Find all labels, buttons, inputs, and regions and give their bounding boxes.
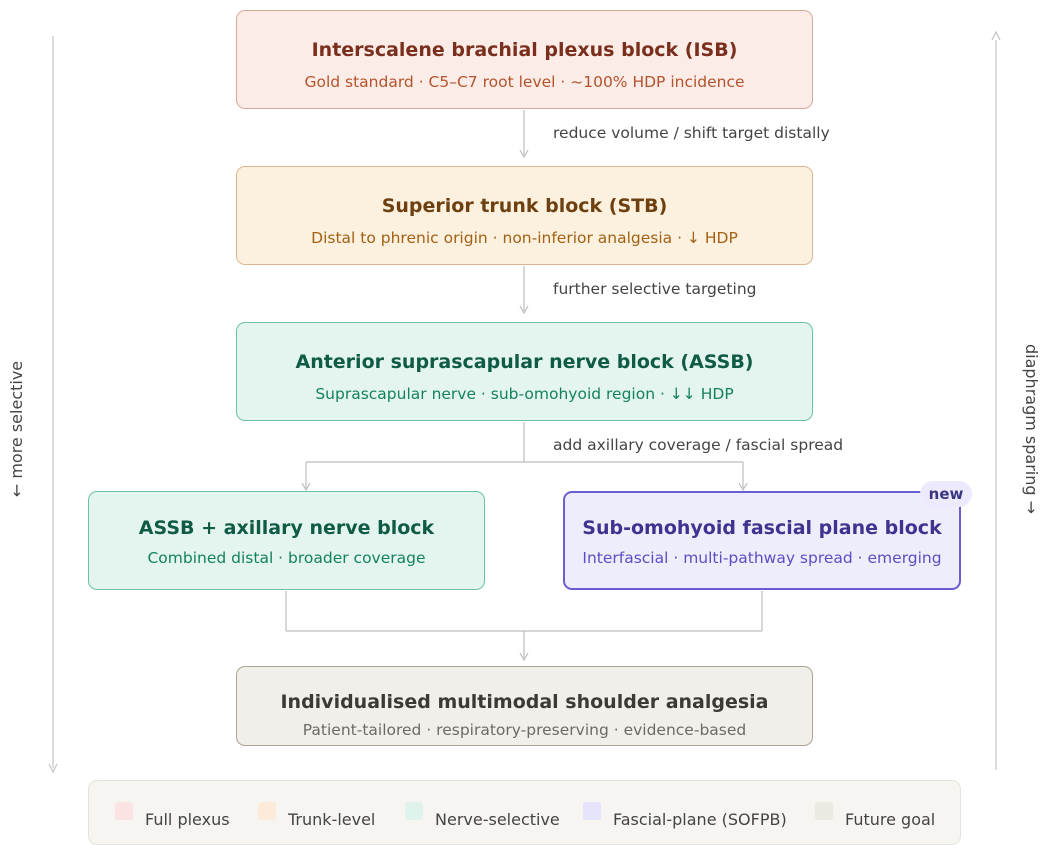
legend-label: Nerve-selective — [435, 810, 560, 829]
legend-label: Future goal — [845, 810, 936, 829]
side-label-more-selective: ← more selective — [7, 360, 26, 498]
node-isb: Interscalene brachial plexus block (ISB)… — [236, 10, 813, 109]
node-stb-subtitle: Distal to phrenic origin · non-inferior … — [311, 229, 738, 247]
node-assb-axillary: ASSB + axillary nerve block Combined dis… — [88, 491, 485, 590]
node-sofpb: Sub-omohyoid fascial plane block Interfa… — [563, 491, 961, 590]
legend-label: Fascial-plane (SOFPB) — [613, 810, 787, 829]
arrow-assb-split — [301, 422, 748, 492]
legend-swatch — [583, 802, 601, 820]
node-isb-title: Interscalene brachial plexus block (ISB) — [311, 39, 738, 61]
edge-label-stb-assb: further selective targeting — [553, 280, 757, 298]
node-goal-subtitle: Patient-tailored · respiratory-preservin… — [302, 721, 747, 739]
legend-label: Full plexus — [145, 810, 230, 829]
node-sofpb-title: Sub-omohyoid fascial plane block — [582, 517, 942, 539]
legend-swatch — [258, 802, 276, 820]
node-assb: Anterior suprascapular nerve block (ASSB… — [236, 322, 813, 421]
node-stb-title: Superior trunk block (STB) — [381, 195, 668, 217]
legend-swatch — [405, 802, 423, 820]
node-assb-title: Anterior suprascapular nerve block (ASSB… — [295, 351, 754, 373]
edge-label-assb-split: add axillary coverage / fascial spread — [553, 436, 844, 454]
new-badge: new — [920, 481, 972, 507]
side-arrow-left — [48, 36, 58, 774]
legend-label: Trunk-level — [288, 810, 376, 829]
edge-label-isb-stb: reduce volume / shift target distally — [553, 124, 830, 142]
node-stb: Superior trunk block (STB) Distal to phr… — [236, 166, 813, 265]
node-assb-subtitle: Suprascapular nerve · sub-omohyoid regio… — [315, 385, 734, 403]
side-label-diaphragm-sparing: diaphragm sparing → — [1022, 343, 1041, 515]
node-sofpb-subtitle: Interfascial · multi-pathway spread · em… — [582, 549, 942, 567]
arrow-merge-to-goal — [285, 591, 763, 662]
node-isb-subtitle: Gold standard · C5–C7 root level · ~100%… — [304, 73, 745, 91]
side-arrow-right — [991, 30, 1001, 770]
node-assb-axillary-title: ASSB + axillary nerve block — [138, 517, 435, 539]
legend: Full plexus Trunk-level Nerve-selective … — [88, 780, 961, 845]
node-goal-title: Individualised multimodal shoulder analg… — [280, 691, 769, 713]
node-goal: Individualised multimodal shoulder analg… — [236, 666, 813, 746]
legend-swatch — [115, 802, 133, 820]
node-assb-axillary-subtitle: Combined distal · broader coverage — [147, 549, 426, 567]
legend-swatch — [815, 802, 833, 820]
